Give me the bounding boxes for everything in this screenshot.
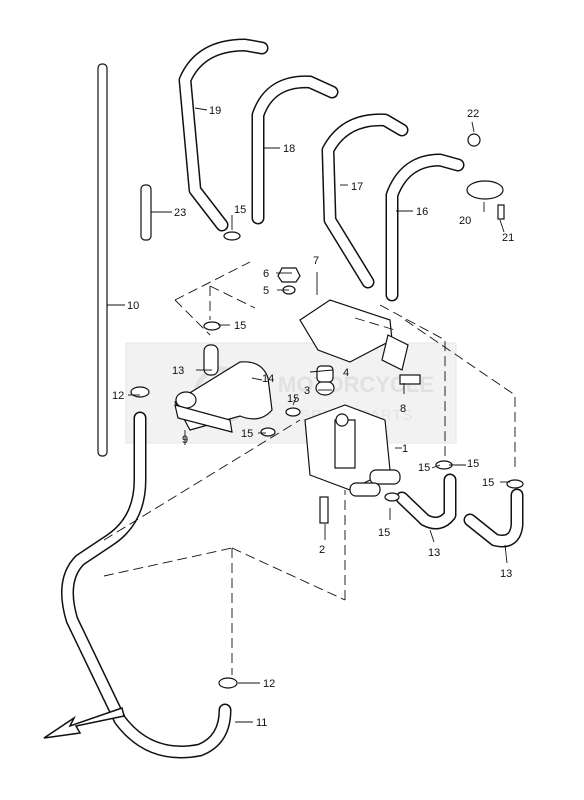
stud-21 bbox=[497, 204, 505, 220]
callout-23: 23 bbox=[174, 207, 186, 219]
callout-19: 19 bbox=[209, 105, 221, 117]
nut-22 bbox=[467, 133, 481, 147]
callout-7: 7 bbox=[313, 255, 319, 267]
bolt-8 bbox=[399, 374, 421, 385]
clip-15-f bbox=[506, 479, 524, 489]
callout-22: 22 bbox=[467, 108, 479, 120]
clip-12-b bbox=[218, 677, 238, 689]
callout-15-e: 15 bbox=[418, 462, 430, 474]
hose-17 bbox=[321, 113, 409, 289]
callout-15-g: 15 bbox=[482, 477, 494, 489]
hose-19 bbox=[178, 38, 269, 232]
callout-3: 3 bbox=[304, 385, 310, 397]
callout-2: 2 bbox=[319, 544, 325, 556]
clip-15-a bbox=[223, 231, 241, 241]
callout-1: 1 bbox=[402, 443, 408, 455]
callout-21: 21 bbox=[502, 232, 514, 244]
valve-assembly-1 bbox=[304, 404, 401, 497]
callout-15-f: 15 bbox=[467, 458, 479, 470]
callout-6: 6 bbox=[263, 268, 269, 280]
callout-14: 14 bbox=[262, 373, 274, 385]
clip-12-a bbox=[130, 386, 150, 398]
callout-15-h: 15 bbox=[378, 527, 390, 539]
callout-12-a: 12 bbox=[112, 390, 124, 402]
callout-13-b: 13 bbox=[428, 547, 440, 559]
callout-8: 8 bbox=[400, 403, 406, 415]
callout-15-c: 15 bbox=[287, 393, 299, 405]
callout-13-c: 13 bbox=[500, 568, 512, 580]
clip-15-d bbox=[260, 427, 276, 437]
grommet-4 bbox=[316, 365, 334, 383]
callout-15-a: 15 bbox=[234, 204, 246, 216]
leader-lines bbox=[107, 107, 510, 723]
callout-4: 4 bbox=[343, 367, 349, 379]
hose-18 bbox=[251, 75, 339, 225]
cap-20 bbox=[466, 180, 504, 200]
callout-17: 17 bbox=[351, 181, 363, 193]
bolt-2 bbox=[319, 496, 329, 524]
nut-6 bbox=[277, 267, 301, 283]
callout-12-b: 12 bbox=[263, 678, 275, 690]
callout-5: 5 bbox=[263, 285, 269, 297]
callout-18: 18 bbox=[283, 143, 295, 155]
reference-lines bbox=[103, 261, 516, 675]
hose-13-right-a bbox=[395, 473, 457, 530]
bracket-23 bbox=[140, 184, 152, 241]
callout-13-a: 13 bbox=[172, 365, 184, 377]
clip-15-c bbox=[285, 407, 301, 417]
bracket-7 bbox=[299, 299, 409, 371]
pipe-10 bbox=[97, 63, 108, 457]
callout-10: 10 bbox=[127, 300, 139, 312]
direction-arrow bbox=[43, 707, 125, 739]
callout-20: 20 bbox=[459, 215, 471, 227]
hose-13-left bbox=[203, 344, 219, 376]
clip-15-g bbox=[384, 492, 400, 502]
hose-16 bbox=[385, 153, 465, 302]
callout-15-b: 15 bbox=[234, 320, 246, 332]
callout-9: 9 bbox=[182, 434, 188, 446]
clamp-9 bbox=[174, 404, 233, 433]
hose-13-right-b bbox=[463, 488, 524, 548]
clips bbox=[130, 231, 524, 689]
clip-15-b bbox=[203, 321, 221, 331]
hose-11 bbox=[61, 411, 232, 759]
rubber-3 bbox=[315, 380, 335, 396]
callout-labels: 1 2 3 4 5 6 7 8 9 10 11 12 12 13 13 13 1… bbox=[112, 105, 514, 729]
callout-16: 16 bbox=[416, 206, 428, 218]
callout-11: 11 bbox=[256, 717, 267, 729]
callout-15-d: 15 bbox=[241, 428, 253, 440]
